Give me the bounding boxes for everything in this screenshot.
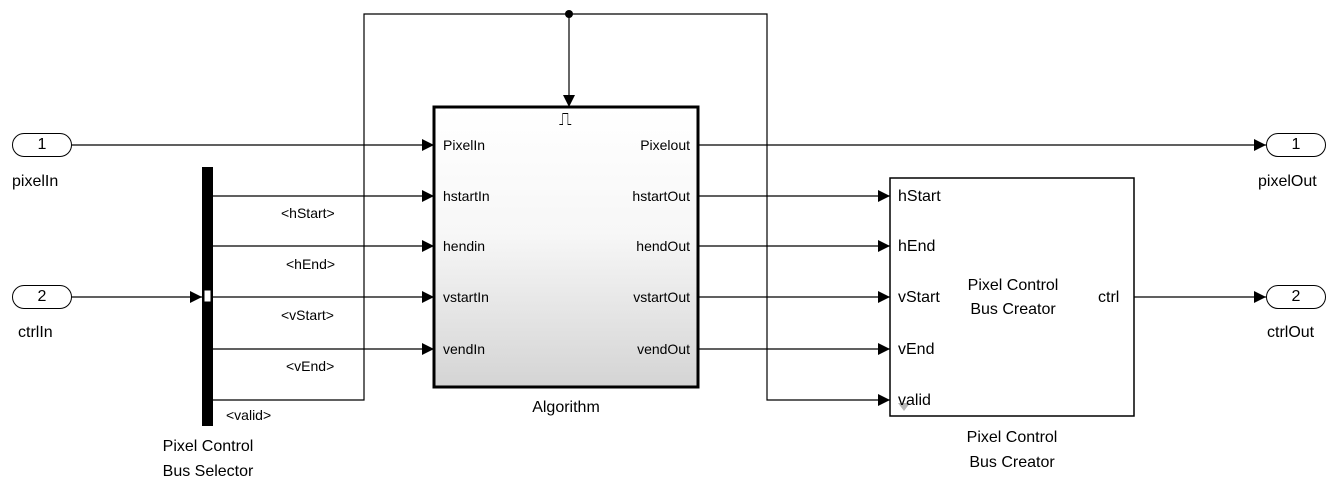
algorithm-output-pixelout: Pixelout: [640, 137, 690, 153]
algorithm-output-vendout: vendOut: [637, 341, 690, 357]
algorithm-input-hstartin: hstartIn: [443, 188, 490, 204]
bus-selector-signal-vend: <vEnd>: [286, 358, 335, 374]
bus-creator-input-vstart: vStart: [898, 289, 940, 306]
inport-1-number: 1: [37, 136, 47, 153]
bus-creator-center-line1: Pixel Control: [967, 277, 1059, 294]
algorithm-output-hendout: hendOut: [636, 238, 690, 254]
algorithm-name: Algorithm: [532, 399, 600, 416]
bus-selector-name-line2: Bus Selector: [162, 463, 254, 480]
algorithm-output-hstartout: hstartOut: [632, 188, 690, 204]
inport-1[interactable]: 1: [12, 133, 72, 157]
bus-creator-input-vend: vEnd: [898, 341, 935, 358]
bus-creator-center-line2: Bus Creator: [970, 301, 1056, 318]
bus-creator-input-hend: hEnd: [898, 238, 936, 255]
valid-port-indicator-icon: [898, 403, 910, 411]
outport-1-name: pixelOut: [1258, 173, 1317, 190]
bus-creator-output-ctrl: ctrl: [1098, 289, 1120, 306]
outport-1[interactable]: 1: [1266, 133, 1326, 157]
branch-point: [565, 10, 573, 18]
outport-2-number: 2: [1291, 288, 1301, 305]
algorithm-input-vendin: vendIn: [443, 341, 486, 357]
bus-creator-input-valid: valid: [898, 392, 931, 409]
algorithm-output-vstartout: vstartOut: [633, 289, 690, 305]
bus-creator-block-body[interactable]: [889, 177, 1135, 417]
algorithm-input-vstartin: vstartIn: [443, 289, 489, 305]
bus-creator-name-line1: Pixel Control: [966, 429, 1058, 446]
algorithm-input-pixelin: PixelIn: [443, 137, 486, 153]
bus-selector-port-marker: [203, 289, 212, 303]
bus-selector-name-line1: Pixel Control: [162, 438, 254, 455]
algorithm-trigger-icon: ⎍: [559, 109, 572, 129]
algorithm-block-body[interactable]: [432, 105, 700, 389]
bus-creator-input-hstart: hStart: [898, 188, 941, 205]
bus-selector-signal-valid: <valid>: [226, 407, 272, 423]
inport-2[interactable]: 2: [12, 285, 72, 309]
outport-2[interactable]: 2: [1266, 285, 1326, 309]
bus-selector-signal-vstart: <vStart>: [281, 307, 334, 323]
bus-selector-signal-hend: <hEnd>: [286, 256, 336, 272]
bus-selector-signal-hstart: <hStart>: [281, 205, 335, 221]
inport-2-name: ctrlIn: [18, 324, 53, 341]
outport-2-name: ctrlOut: [1267, 324, 1315, 341]
bus-creator-name-line2: Bus Creator: [969, 454, 1055, 471]
algorithm-input-hendin: hendin: [443, 238, 486, 254]
outport-1-number: 1: [1291, 136, 1301, 153]
inport-1-name: pixelIn: [12, 173, 59, 190]
inport-2-number: 2: [37, 288, 47, 305]
